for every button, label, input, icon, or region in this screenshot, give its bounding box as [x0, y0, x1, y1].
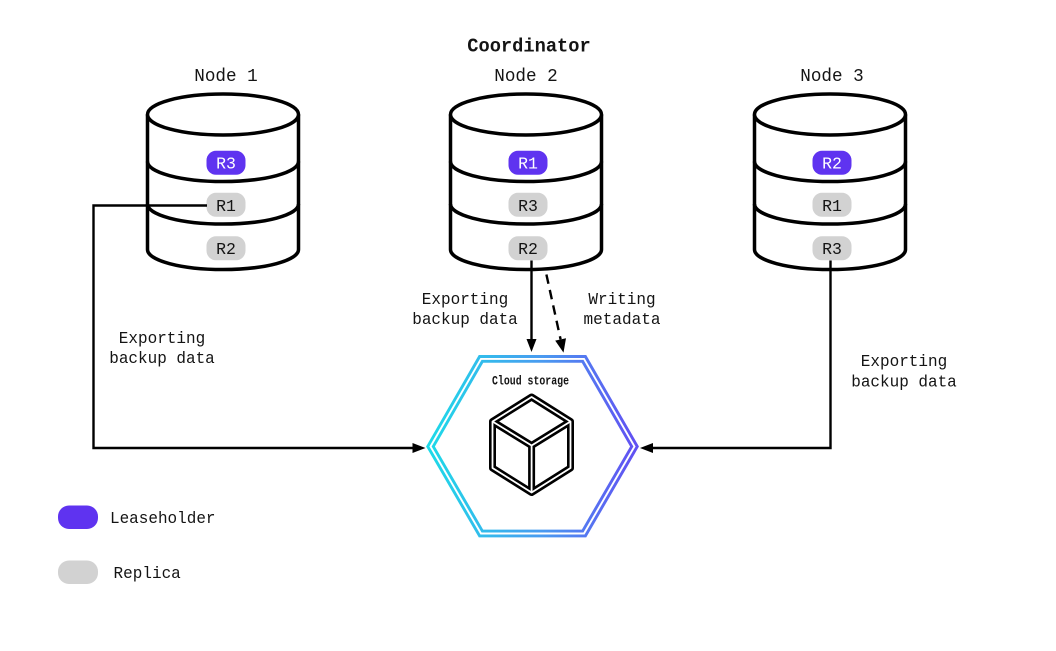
svg-text:backup data: backup data — [851, 373, 957, 392]
svg-text:backup data: backup data — [109, 349, 215, 368]
svg-text:Exporting: Exporting — [422, 290, 509, 309]
svg-text:R2: R2 — [216, 240, 236, 259]
svg-text:R1: R1 — [216, 197, 236, 216]
svg-text:Node 3: Node 3 — [800, 67, 864, 87]
svg-text:Coordinator: Coordinator — [467, 36, 591, 58]
svg-text:Node 1: Node 1 — [194, 67, 258, 87]
svg-text:Writing: Writing — [588, 290, 655, 309]
svg-text:metadata: metadata — [584, 310, 661, 329]
svg-text:Cloud storage: Cloud storage — [492, 374, 569, 389]
svg-text:Replica: Replica — [114, 564, 181, 583]
svg-text:R3: R3 — [518, 197, 538, 216]
svg-text:Leaseholder: Leaseholder — [110, 509, 216, 528]
svg-text:R1: R1 — [518, 155, 538, 174]
svg-text:R3: R3 — [216, 155, 236, 174]
svg-text:Exporting: Exporting — [119, 329, 206, 348]
svg-text:Exporting: Exporting — [861, 352, 948, 371]
svg-text:R2: R2 — [822, 155, 842, 174]
svg-text:Node 2: Node 2 — [494, 67, 558, 87]
svg-text:R1: R1 — [822, 197, 842, 216]
svg-text:R3: R3 — [822, 240, 842, 259]
svg-text:R2: R2 — [518, 240, 538, 259]
svg-text:backup data: backup data — [412, 310, 518, 329]
